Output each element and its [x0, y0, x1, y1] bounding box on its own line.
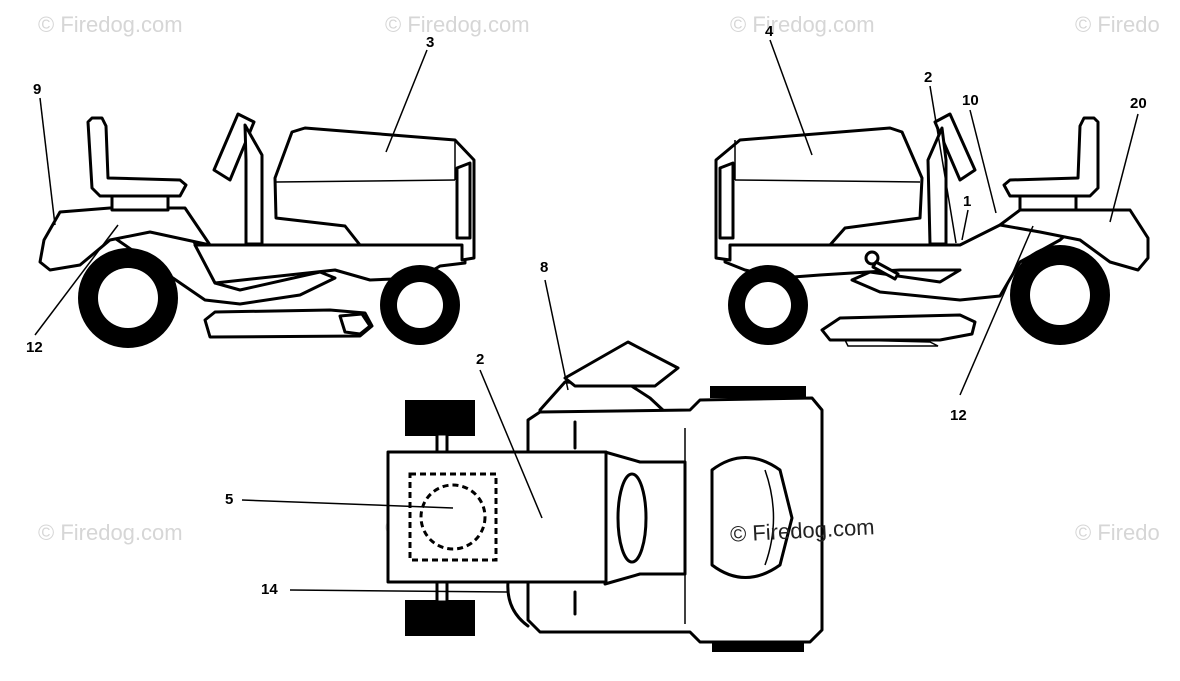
watermark: © Firedo [1075, 520, 1160, 545]
callout-9: 9 [33, 81, 42, 98]
callout-1: 1 [963, 193, 972, 210]
riding-mower-left-side-icon [38, 112, 476, 348]
watermark: © Firedog.com [38, 12, 183, 37]
callout-3: 3 [426, 34, 435, 51]
callout-10: 10 [962, 92, 979, 109]
leader-lines [34, 39, 1139, 593]
callout-2-top: 2 [476, 351, 485, 368]
watermark: © Firedog.com [385, 12, 530, 37]
callout-2-right: 2 [924, 69, 933, 86]
watermark: © Firedog.com [38, 520, 183, 545]
callout-4: 4 [765, 23, 774, 40]
watermark: © Firedog.com [730, 12, 875, 37]
watermark: © Firedo [1075, 12, 1160, 37]
callout-12-right: 12 [950, 407, 967, 424]
riding-mower-top-view-icon [386, 340, 824, 652]
callout-5: 5 [225, 491, 234, 508]
callout-12-left: 12 [26, 339, 43, 356]
callout-14: 14 [261, 581, 278, 598]
riding-mower-right-side-icon [714, 112, 1150, 347]
callout-8: 8 [540, 259, 549, 276]
callout-20: 20 [1130, 95, 1147, 112]
